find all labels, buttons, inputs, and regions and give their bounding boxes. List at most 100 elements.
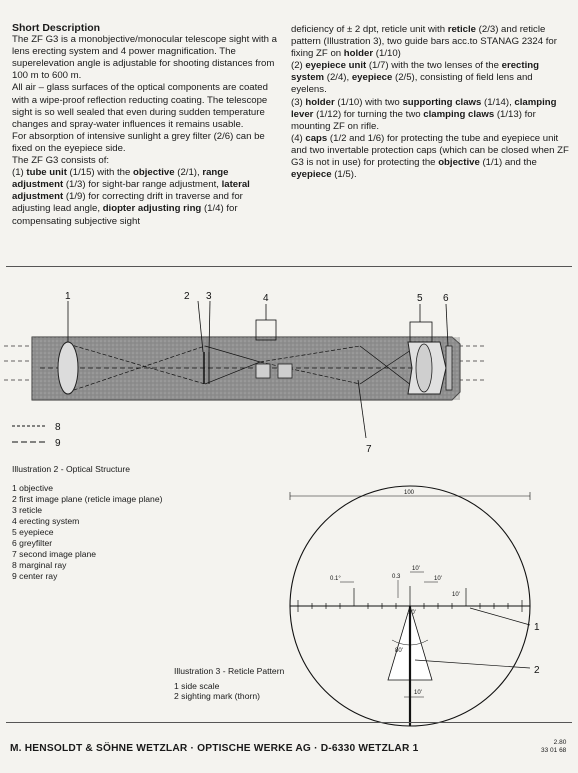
label-3: 3 [206, 291, 212, 302]
bold-term: supporting claws [402, 96, 482, 108]
mark-label: 10' [412, 566, 420, 572]
legend-item: 8 marginal ray [12, 560, 67, 570]
text-run: (2/1), [174, 167, 203, 179]
caption-title: Illustration 3 - Reticle Pattern [174, 666, 285, 676]
label-4: 4 [263, 293, 269, 304]
reticle-diagram: 100 0.1° 0.3 10' [289, 485, 540, 727]
dimension-label: 100 [404, 490, 415, 496]
bold-term: lateral adjustment [12, 179, 250, 203]
callout-line [469, 607, 531, 626]
text-run: (1/7) with the two lenses of the [366, 60, 502, 72]
paragraph: deficiency of ± 2 dpt, reticle unit with… [291, 24, 569, 60]
scale-ticks [297, 588, 523, 612]
text-run: (1/3) for sight-bar range adjustment, [63, 179, 222, 191]
callout-1: 1 [534, 622, 540, 633]
bold-term: clamping lever [291, 96, 557, 120]
label-9: 9 [55, 438, 61, 449]
bold-term: caps [305, 132, 328, 144]
label-1: 1 [65, 291, 71, 302]
text-run: (1/12) for turning the two [313, 108, 424, 120]
text-run: (1/10) [373, 48, 401, 60]
incoming-rays [4, 345, 485, 381]
text-run: (1/13) for mounting ZF on rifle. [291, 108, 536, 132]
optical-structure-legend: Illustration 2 - Optical Structure 1 obj… [12, 464, 162, 582]
text-run: (2/5), consisting of field lens and eyel… [291, 72, 533, 96]
code-line: 2.80 [553, 739, 567, 746]
paragraph: (2) eyepiece unit (1/7) with the two len… [291, 60, 569, 96]
tube-texture [32, 337, 460, 400]
text-run: (3) [291, 96, 306, 108]
bold-term: range adjustment [12, 167, 229, 191]
bold-term: objective [133, 167, 175, 179]
bold-term: erecting system [291, 60, 539, 84]
legend-title: Illustration 2 - Optical Structure [12, 464, 130, 474]
bold-term: objective [438, 157, 480, 169]
text-run: (1/1) and the [479, 157, 537, 169]
paragraph: (3) holder (1/10) with two supporting cl… [291, 97, 569, 133]
caption-item: 1 side scale [174, 680, 220, 691]
text-run: (4) [291, 132, 306, 144]
legend-item: 2 first image plane (reticle image plane… [12, 494, 163, 504]
erecting-lens-a [255, 363, 271, 379]
mark-label: 0.1° [330, 576, 341, 582]
text-run: (1/5). [331, 169, 357, 181]
paragraph: For absorption of intensive sunlight a g… [12, 130, 265, 154]
mark-label: 80' [395, 648, 403, 654]
code-line: 33 01 68 [541, 746, 567, 754]
label-8: 8 [55, 422, 61, 433]
text-run: (2/4), [324, 72, 352, 84]
mark-label: 10' [414, 690, 422, 696]
text-run: (1/14), [481, 96, 515, 108]
bold-term: eyepiece unit [305, 60, 367, 72]
paragraph: All air – glass surfaces of the optical … [12, 82, 268, 130]
bold-term: holder [305, 96, 335, 108]
objective-lens [57, 341, 79, 395]
document-code: 2.80 33 01 68 [541, 739, 566, 754]
bold-term: eyepiece [291, 169, 332, 181]
legend-item: 9 center ray [12, 571, 58, 581]
text-run: (1/4) for compensating subjective sight [12, 203, 238, 227]
callout-2: 2 [534, 665, 540, 676]
mark-label: 10' [434, 576, 442, 582]
angle-arc [391, 639, 429, 646]
legend-item: 6 greyfilter [12, 538, 53, 548]
text-run: (1/9) for correcting drift in traverse a… [12, 191, 243, 215]
text-run: (1/2 and 1/6) for protecting the tube an… [291, 132, 569, 169]
bold-term: tube unit [26, 167, 67, 179]
text-run: deficiency of ± 2 dpt, reticle unit with [291, 24, 448, 35]
legend-item: 7 second image plane [12, 549, 97, 559]
erecting-lens-b [277, 363, 293, 379]
legend-item: 4 erecting system [12, 516, 80, 526]
mark-label: 10' [408, 610, 416, 616]
paragraph: The ZF G3 is a monobjective/monocular te… [12, 34, 278, 82]
section-title: Short Description [12, 22, 101, 34]
optical-structure-diagram: 1 2 3 4 5 6 7 8 9 [4, 291, 485, 455]
caption-item: 2 sighting mark (thorn) [174, 691, 260, 701]
grey-filter [445, 345, 453, 391]
label-2: 2 [184, 291, 190, 302]
section-divider [6, 266, 572, 267]
bold-term: holder [343, 48, 374, 60]
text-run: (1) [12, 167, 27, 179]
paragraph: (4) caps (1/2 and 1/6) for protecting th… [291, 133, 569, 181]
mark-label: 0.3 [392, 574, 401, 580]
mark-label: 10' [452, 592, 460, 598]
bold-term: diopter adjusting ring [102, 203, 202, 215]
callout-line [414, 659, 531, 669]
reticle-caption: Illustration 3 - Reticle Pattern 1 side … [174, 666, 284, 702]
eye-lens [415, 343, 433, 393]
text-run: (1/10) with two [334, 96, 403, 108]
bold-term: clamping claws [423, 108, 495, 120]
text-run: (1/15) with the [66, 167, 134, 179]
text-run: (2) [291, 60, 306, 72]
left-column: Short Description The ZF G3 is a monobje… [12, 22, 280, 228]
legend-item: 5 eyepiece [12, 527, 54, 537]
bold-term: eyepiece [351, 72, 393, 84]
right-column: deficiency of ± 2 dpt, reticle unit with… [291, 24, 569, 181]
paragraph: (1) tube unit (1/15) with the objective … [12, 167, 280, 227]
legend-item: 1 objective [12, 483, 54, 493]
footer-divider [6, 722, 572, 723]
footer-text: M. HENSOLDT & SÖHNE WETZLAR · OPTISCHE W… [10, 743, 419, 754]
legend-item: 3 reticle [12, 505, 43, 515]
